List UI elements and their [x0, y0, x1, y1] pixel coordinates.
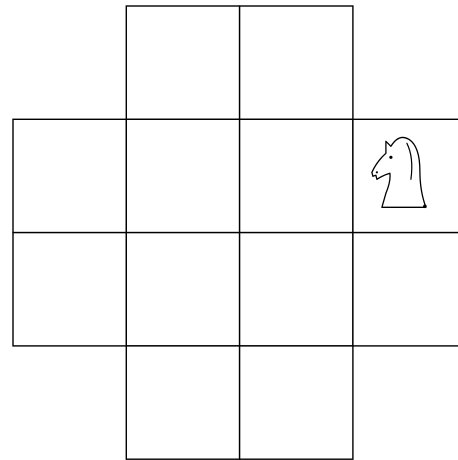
board-square-r0-c2[interactable] — [240, 6, 353, 119]
board-square-r1-c2[interactable] — [240, 119, 353, 232]
board-square-r1-c0[interactable] — [13, 119, 126, 232]
board-square-r1-c1[interactable] — [126, 119, 239, 232]
board-square-r2-c2[interactable] — [240, 233, 353, 346]
board-square-r3-c2[interactable] — [240, 346, 353, 459]
board-square-r2-c3[interactable] — [353, 233, 458, 346]
board-square-r3-c1[interactable] — [126, 346, 239, 459]
board-square-r2-c1[interactable] — [126, 233, 239, 346]
board-squares — [13, 6, 458, 459]
board-square-r2-c0[interactable] — [13, 233, 126, 346]
board-square-r0-c1[interactable] — [126, 6, 239, 119]
